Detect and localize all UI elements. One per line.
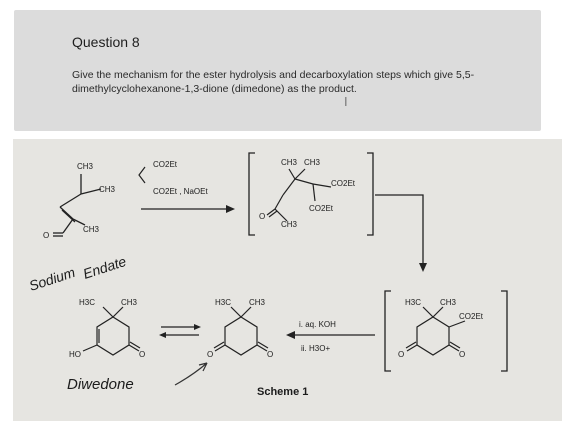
reactant-structure: [53, 174, 102, 237]
conditions-line-2: ii. H3O+: [301, 344, 330, 353]
intermediate-oxygen: O: [259, 212, 265, 221]
product-brackets: [384, 290, 508, 372]
keto-ch3: CH3: [249, 298, 266, 307]
enol-ch3: CH3: [121, 298, 138, 307]
conditions-line-1: i. aq. KOH: [299, 320, 336, 329]
enol-ho: HO: [69, 350, 81, 359]
handwritten-dimedone: Diwedone: [67, 376, 134, 393]
intermediate-structure: [266, 168, 332, 222]
reagent-top: CO2Et: [153, 160, 178, 169]
text-cursor: I: [344, 94, 348, 109]
arrow-1: [141, 205, 235, 213]
enol-oxygen: O: [139, 350, 145, 359]
reagent-bottom: CO2Et , NaOEt: [153, 187, 208, 196]
handwritten-arrow: [174, 362, 208, 386]
reactant-methyl-bottom: CH3: [83, 225, 100, 234]
intermediate-brackets: [248, 152, 374, 236]
reactant-oxygen: O: [43, 231, 49, 240]
keto-oxygen-2: O: [267, 350, 273, 359]
intermediate-methyl-2: CH3: [304, 158, 321, 167]
reaction-scheme: CH3 CH3 CH3 O CO2Et CO2Et , NaOEt: [27, 152, 508, 398]
diester-oxygen-1: O: [398, 350, 404, 359]
reactant-methyl-top: CH3: [77, 162, 94, 171]
enol-ring: [82, 306, 141, 356]
reactant-methyl-right: CH3: [99, 185, 116, 194]
keto-h3c: H3C: [215, 298, 231, 307]
intermediate-methyl-1: CH3: [281, 158, 298, 167]
question-text: Give the mechanism for the ester hydroly…: [72, 69, 475, 95]
question-panel: Question 8 Give the mechanism for the es…: [14, 10, 541, 131]
diester-ester: CO2Et: [459, 312, 484, 321]
handwritten-endate: Endate: [81, 253, 128, 282]
equilibrium-arrows: [159, 324, 201, 338]
diester-oxygen-2: O: [459, 350, 465, 359]
enol-h3c: H3C: [79, 298, 95, 307]
dimedone-keto-ring: [213, 306, 269, 356]
keto-oxygen-1: O: [207, 350, 213, 359]
handwritten-sodium: Sodium: [27, 264, 77, 294]
scheme-caption: Scheme 1: [257, 386, 308, 398]
diester-h3c: H3C: [405, 298, 421, 307]
intermediate-ester-1: CO2Et: [331, 179, 356, 188]
question-title: Question 8: [72, 34, 140, 50]
malonate-structure: [138, 166, 146, 184]
scheme-photo: CH3 CH3 CH3 O CO2Et CO2Et , NaOEt: [13, 139, 562, 421]
arrow-3: [286, 331, 375, 339]
intermediate-methyl-3: CH3: [281, 220, 298, 229]
diester-ring: [405, 306, 466, 356]
arrow-2: [375, 194, 427, 272]
diester-ch3: CH3: [440, 298, 457, 307]
intermediate-ester-2: CO2Et: [309, 204, 334, 213]
